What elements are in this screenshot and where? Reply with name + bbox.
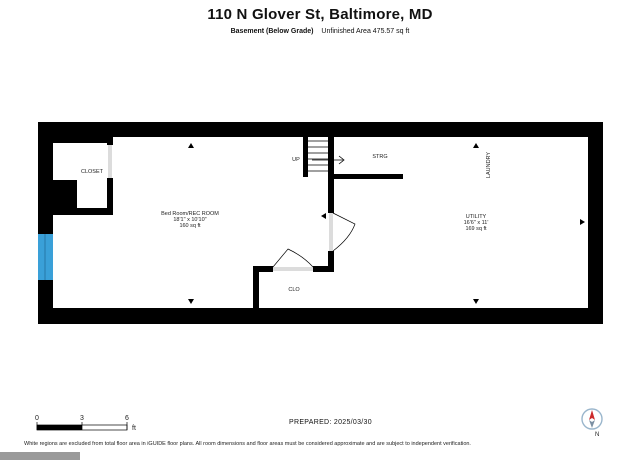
rec-room-name: Bed Room/REC ROOM [161,211,219,217]
door-swing-clo [272,248,314,268]
strg-label: STRG [372,154,387,160]
staircase [308,140,328,172]
watermark-strip [0,452,80,460]
clo-wall-top-left [253,266,273,272]
utility-name: UTILITY [466,214,487,220]
prepared-date: PREPARED: 2025/03/30 [289,419,372,426]
clo-label: CLO [288,287,300,293]
up-label: UP [292,157,300,163]
door-swing-divider [332,212,356,252]
clo-wall-left [253,266,259,308]
scale-bar [36,422,128,431]
utility-area: 169 sq ft [465,226,487,232]
closet-wall-top [53,137,113,143]
rec-room-dims: 18'1" x 10'10" [173,217,206,223]
stair-arrow-icon [312,155,345,165]
closet-door-gap [108,145,112,178]
unfinished-area: Unfinished Area 475.57 sq ft [321,28,410,35]
closet-wall-right-lower [107,178,113,215]
scale-label-6: 6 [125,415,129,422]
disclaimer: White regions are excluded from total fl… [24,441,471,447]
rec-room-area: 160 sq ft [179,223,201,229]
floor-name: Basement (Below Grade) [230,28,314,35]
floor-subtitle: Basement (Below Grade) Unfinished Area 4… [0,28,640,35]
clo-wall-top-right [313,266,334,272]
dimension-arrows [188,143,585,304]
scale-unit: ft [132,425,136,432]
plan-title: 110 N Glover St, Baltimore, MD [207,6,433,23]
laundry-label: LAUNDRY [486,152,492,179]
storage-wall-top [328,174,403,179]
scale-label-3: 3 [80,415,84,422]
exterior-walls [38,122,603,324]
clo-door-gap [273,267,313,271]
north-label: N [595,432,599,437]
mechanical-box [53,180,77,208]
window [38,234,53,280]
stair-wall-left [303,137,308,177]
scale-label-0: 0 [35,415,39,422]
north-arrow-icon: N [581,408,603,437]
closet-wall-right-upper [107,137,113,145]
divider-door-gap [329,213,333,251]
closet-label: CLOSET [81,169,104,175]
closet-wall-bottom [53,208,113,215]
divider-wall-bottom [328,251,334,271]
utility-dims: 16'6" x 11' [464,220,489,226]
